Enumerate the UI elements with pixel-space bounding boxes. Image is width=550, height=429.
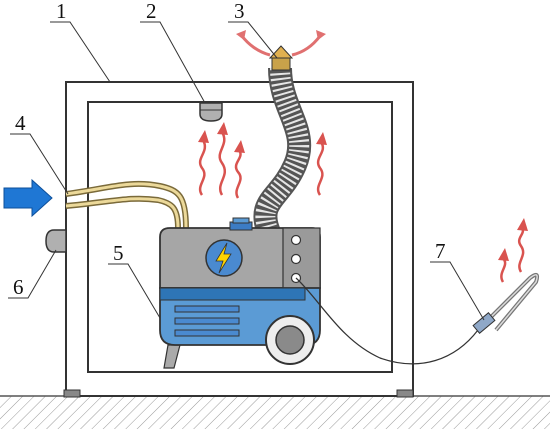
ground	[0, 395, 550, 429]
exhaust-hose	[253, 67, 312, 240]
power-cable	[295, 277, 479, 365]
ceiling-sensor	[199, 102, 223, 122]
immersion-heater	[472, 272, 540, 334]
label-7: 7	[435, 239, 446, 263]
exhaust-vent-icon	[236, 30, 326, 71]
lightning-bolt-icon	[205, 239, 243, 277]
label-1: 1	[56, 0, 67, 23]
label-5: 5	[113, 241, 124, 265]
label-2: 2	[146, 0, 157, 23]
wall-sensor	[45, 229, 67, 253]
label-4: 4	[15, 111, 26, 135]
blue-arrow-right-icon	[3, 178, 53, 218]
label-6: 6	[13, 275, 24, 299]
generator	[159, 217, 321, 369]
leader-lines	[8, 21, 485, 321]
intake-pipes	[65, 180, 189, 229]
label-3: 3	[234, 0, 245, 23]
heat-wave-icon	[198, 122, 528, 283]
